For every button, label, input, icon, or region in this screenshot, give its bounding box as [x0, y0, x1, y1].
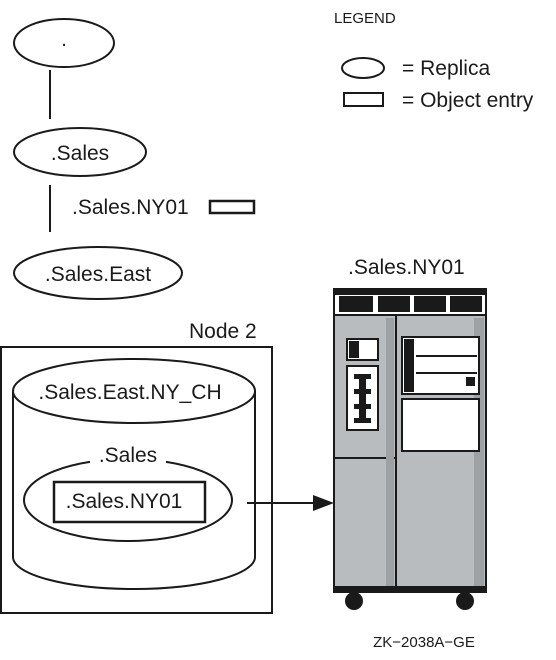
clearinghouse-label: .Sales.East.NY_CH: [38, 381, 221, 404]
clearinghouse-cylinder: [12, 358, 256, 590]
arrow-head: [313, 495, 334, 511]
node2-sales-replica-label: .Sales: [99, 444, 157, 467]
sales-east-replica: [13, 246, 183, 300]
node2-label: Node 2: [189, 320, 257, 343]
legend-replica-label: = Replica: [402, 57, 490, 80]
node2-object-entry: [52, 480, 207, 524]
node2-object-entry-label: .Sales.NY01: [66, 490, 183, 513]
computer-cabinet-icon: [333, 288, 487, 610]
legend-replica-symbol: [341, 57, 385, 79]
node2-box: [0, 346, 273, 614]
cylinder-bottom: [12, 556, 256, 590]
root-replica-label: .: [61, 29, 67, 51]
figure-id: ZK−2038A−GE: [373, 634, 475, 651]
computer-label: .Sales.NY01: [348, 256, 465, 279]
object-entry-label: .Sales.NY01: [72, 196, 189, 219]
sales-east-replica-label: .Sales.East: [45, 263, 151, 286]
object-entry-symbol: [208, 199, 256, 215]
legend-object-entry-symbol: [343, 92, 384, 107]
legend-title: LEGEND: [334, 10, 396, 27]
sales-replica-label: .Sales: [51, 142, 109, 165]
root-replica: [13, 18, 115, 68]
sales-replica: [13, 127, 147, 177]
legend-object-entry-label: = Object entry: [402, 89, 534, 112]
node2-sales-replica-label-bg: [90, 440, 166, 466]
